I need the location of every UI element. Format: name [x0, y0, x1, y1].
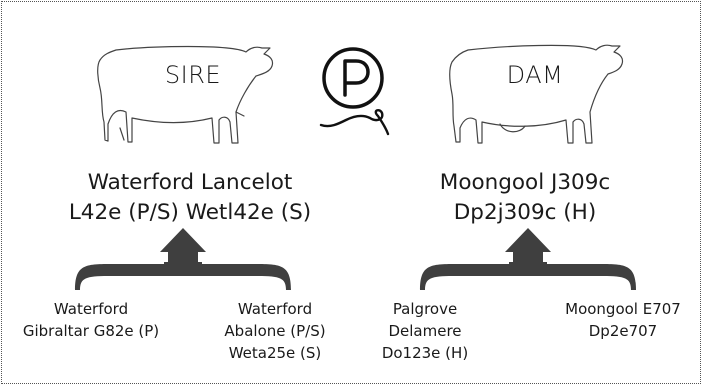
dam-dam-line1: Moongool E707: [565, 300, 681, 318]
dam-parent-bracket: [420, 228, 636, 290]
dam-dam-ancestor: Moongool E707 Dp2e707: [548, 298, 698, 342]
dam-sire-ancestor: Palgrove Delamere Do123e (H): [370, 298, 480, 364]
sire-dam-line3: Weta25e (S): [228, 344, 322, 362]
sire-label: SIRE: [164, 61, 222, 89]
sire-cow-icon: [97, 45, 274, 144]
dam-name-line2: Dp2j309c (H): [453, 200, 597, 225]
sire-name-line1: Waterford Lancelot: [87, 170, 293, 195]
sire-name-line2: L42e (P/S) Wetl42e (S): [68, 200, 312, 225]
dam-sire-line1: Palgrove: [392, 300, 458, 318]
sire-sire-line2: Gibraltar G82e (P): [22, 322, 160, 340]
dam-name: Moongool J309c Dp2j309c (H): [390, 168, 660, 228]
sire-parent-bracket: [75, 228, 291, 290]
sire-sire-ancestor: Waterford Gibraltar G82e (P): [6, 298, 176, 342]
sire-dam-line2: Abalone (P/S): [224, 322, 326, 340]
sire-dam-line1: Waterford: [237, 300, 313, 318]
sire-dam-ancestor: Waterford Abalone (P/S) Weta25e (S): [210, 298, 340, 364]
dam-label: DAM: [506, 61, 564, 89]
dam-cow-icon: [449, 44, 624, 144]
sire-sire-line1: Waterford: [53, 300, 129, 318]
dam-name-line1: Moongool J309c: [439, 170, 611, 195]
dam-sire-line2: Delamere: [388, 322, 462, 340]
sire-name: Waterford Lancelot L42e (P/S) Wetl42e (S…: [40, 168, 340, 228]
dam-sire-line3: Do123e (H): [381, 344, 469, 362]
dam-dam-line2: Dp2e707: [588, 322, 658, 340]
polled-p-icon: [319, 47, 390, 136]
